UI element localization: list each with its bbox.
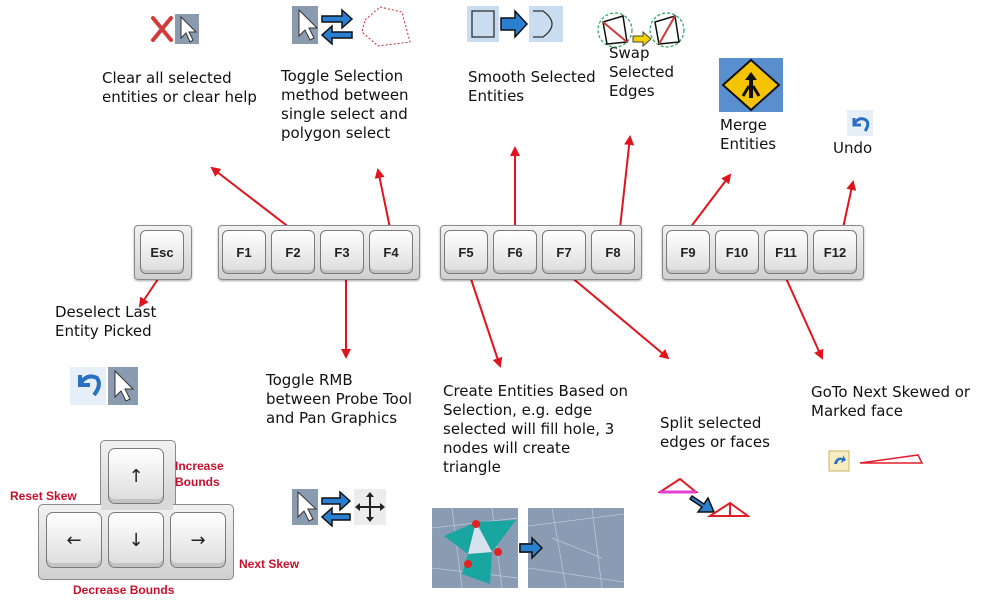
f5-f8-key-group: F5 F6 F7 F8: [440, 225, 642, 280]
clear-label: Clear all selected entities or clear hel…: [102, 69, 257, 106]
swap-label: Swap Selected Edges: [609, 44, 675, 100]
merge-sign-icon: [719, 58, 783, 112]
right-arrow-key[interactable]: →: [170, 512, 226, 568]
left-arrow-key[interactable]: ←: [46, 512, 102, 568]
toggle-selection-label: Toggle Selection method between single s…: [281, 67, 409, 142]
arrow-f8-to-swap: [619, 135, 635, 229]
f12-key[interactable]: F12: [813, 230, 857, 274]
deselect-icon: [70, 367, 138, 405]
f4-key[interactable]: F4: [369, 230, 413, 274]
f3-key[interactable]: F3: [320, 230, 364, 274]
arrow-esc-to-deselect: [138, 275, 161, 308]
create-entities-illustration: [432, 508, 624, 588]
create-label: Create Entities Based on Selection, e.g.…: [443, 382, 629, 476]
arrow-f5-to-create: [469, 275, 503, 368]
undo-icon: [847, 110, 873, 136]
next-skew-label: Next Skew: [239, 557, 300, 571]
skew-arrow-keys: ↑ ← ↓ →: [38, 440, 234, 580]
esc-key-group: Esc: [134, 225, 192, 280]
clear-selection-icon: [151, 14, 199, 44]
toggle-selection-icon: [292, 6, 411, 47]
arrow-f2-to-clear: [210, 166, 291, 229]
reset-skew-label: Reset Skew: [10, 489, 77, 503]
goto-skewed-face-icon: [828, 450, 924, 472]
arrow-f11-to-goto: [784, 275, 824, 360]
deselect-label: Deselect Last Entity Picked: [55, 303, 157, 340]
merge-label: Merge Entities: [720, 116, 777, 153]
f10-key[interactable]: F10: [715, 230, 759, 274]
f2-key[interactable]: F2: [271, 230, 315, 274]
arrow-f9-to-merge: [689, 173, 732, 229]
increase-bounds-label: Increase Bounds: [175, 459, 224, 489]
smooth-label: Smooth Selected Entities: [468, 68, 596, 105]
f7-key[interactable]: F7: [542, 230, 586, 274]
f9-f12-key-group: F9 F10 F11 F12: [662, 225, 864, 280]
toggle-rmb-label: Toggle RMB between Probe Tool and Pan Gr…: [266, 371, 413, 427]
esc-key[interactable]: Esc: [140, 230, 184, 274]
decrease-bounds-label: Decrease Bounds: [73, 583, 175, 597]
split-label: Split selected edges or faces: [660, 414, 770, 451]
arrow-f4-to-toggle-selection: [374, 168, 391, 229]
f8-key[interactable]: F8: [591, 230, 635, 274]
f9-key[interactable]: F9: [666, 230, 710, 274]
arrow-f12-to-undo: [842, 180, 857, 229]
f6-key[interactable]: F6: [493, 230, 537, 274]
f1-key[interactable]: F1: [222, 230, 266, 274]
smooth-icon: [467, 6, 563, 42]
arrow-key-up-housing-cover: [101, 500, 173, 510]
f5-key[interactable]: F5: [444, 230, 488, 274]
split-illustration: [658, 477, 750, 517]
undo-label: Undo: [833, 139, 873, 157]
swap-edges-icon: [597, 12, 685, 48]
probe-pan-icon: [292, 489, 386, 527]
down-arrow-key[interactable]: ↓: [108, 512, 164, 568]
f1-f4-key-group: F1 F2 F3 F4: [218, 225, 420, 280]
up-arrow-key[interactable]: ↑: [108, 448, 164, 504]
arrow-f7-to-split: [569, 275, 670, 360]
f11-key[interactable]: F11: [764, 230, 808, 274]
goto-label: GoTo Next Skewed or Marked face: [811, 383, 971, 420]
